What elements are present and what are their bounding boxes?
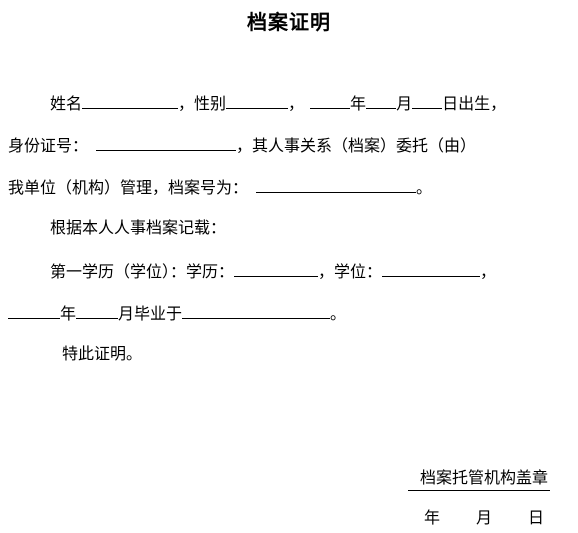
document-title: 档案证明 (247, 10, 331, 34)
birth-day-blank[interactable] (412, 90, 443, 109)
record-intro-text: 根据本人人事档案记载： (50, 218, 227, 237)
name-blank[interactable] (82, 90, 179, 109)
birth-year-blank[interactable] (310, 90, 351, 109)
seal-label: 档案托管机构盖章 (407, 466, 550, 491)
date-year: 年 (424, 508, 441, 527)
line-record-intro: 根据本人人事档案记载： (50, 216, 226, 240)
grad-year-blank[interactable] (8, 300, 60, 319)
degree-blank[interactable] (382, 258, 481, 277)
date-day: 日 (528, 508, 545, 527)
year-label: 年 (350, 94, 367, 113)
line-archive-number: 我单位（机构）管理，档案号为： 。 (8, 174, 432, 198)
name-label: 姓名 (50, 94, 83, 113)
first-degree-label: 第一学历（学位）：学历： (50, 262, 235, 281)
separator: ， (288, 94, 305, 113)
gender-blank[interactable] (226, 90, 289, 109)
line5-comma: ， (480, 262, 497, 281)
line-id-entrust: 身份证号： ，其人事关系（档案）委托（由） (8, 132, 476, 156)
month-label: 月 (396, 94, 413, 113)
line-education: 第一学历（学位）：学历： ，学位： ， (50, 258, 496, 282)
date-month: 月 (476, 508, 493, 527)
id-label: 身份证号： (8, 136, 89, 155)
grad-month-blank[interactable] (76, 300, 119, 319)
line-graduation: 年 月毕业于 。 (8, 300, 346, 324)
manage-text: 我单位（机构）管理，档案号为： (8, 178, 249, 197)
line6-end: 。 (330, 304, 347, 323)
degree-label: ，学位： (318, 262, 383, 281)
entrust-text: ，其人事关系（档案）委托（由） (236, 136, 477, 155)
archive-number-blank[interactable] (256, 174, 417, 193)
line-closing: 特此证明。 (62, 342, 142, 366)
id-number-blank[interactable] (96, 132, 237, 151)
grad-year-label: 年 (60, 304, 77, 323)
closing-text: 特此证明。 (62, 344, 143, 363)
school-blank[interactable] (182, 300, 331, 319)
birth-month-blank[interactable] (366, 90, 397, 109)
line3-end: 。 (416, 178, 433, 197)
signature-date: 年月日 (424, 506, 544, 530)
grad-month-label: 月毕业于 (118, 304, 183, 323)
day-born-label: 日出生， (442, 94, 507, 113)
line-name-birth: 姓名 ，性别 ， 年 月 日出生， (50, 90, 506, 114)
education-blank[interactable] (234, 258, 319, 277)
gender-label: ，性别 (178, 94, 227, 113)
